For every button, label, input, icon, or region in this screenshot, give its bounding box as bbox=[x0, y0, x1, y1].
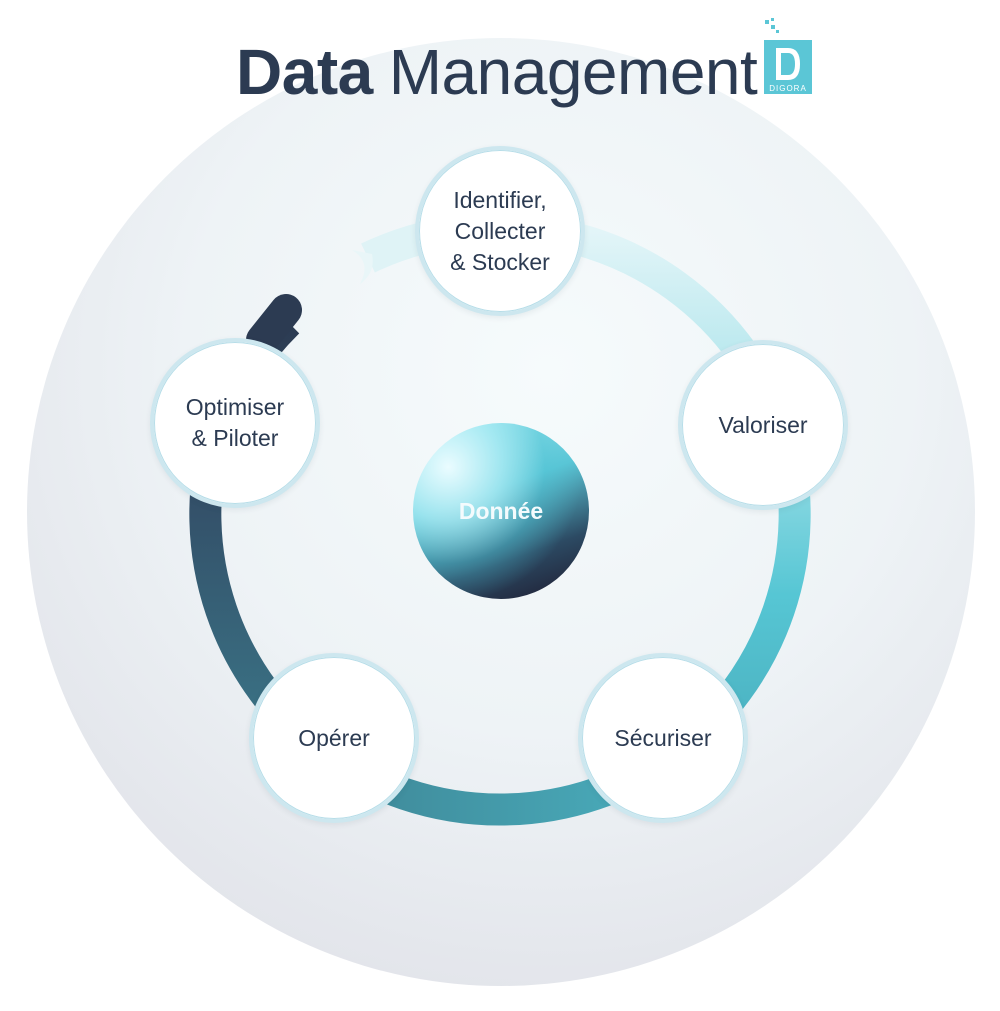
step-operer: Opérer bbox=[249, 653, 419, 823]
logo-text: DIGORA bbox=[769, 84, 807, 93]
title-light: Management bbox=[388, 36, 758, 108]
ring-curl bbox=[352, 250, 373, 284]
step-securiser: Sécuriser bbox=[578, 653, 748, 823]
step-optimiser-piloter: Optimiser & Piloter bbox=[150, 338, 320, 508]
step-label: Valoriser bbox=[718, 411, 808, 438]
page-title: Data Management bbox=[236, 32, 758, 112]
step-label: Opérer bbox=[298, 724, 370, 751]
step-label: Identifier, Collecter & Stocker bbox=[450, 186, 550, 275]
title-bold: Data bbox=[236, 36, 373, 108]
digora-logo: DIGORA bbox=[764, 18, 812, 94]
ring-end-cap bbox=[246, 294, 302, 356]
step-label: Sécuriser bbox=[614, 724, 712, 751]
center-donnee: Donnée bbox=[413, 423, 589, 599]
center-label: Donnée bbox=[458, 497, 544, 524]
step-valoriser: Valoriser bbox=[678, 340, 848, 510]
step-label: Optimiser & Piloter bbox=[185, 394, 285, 451]
step-identifier-collecter-stocker: Identifier, Collecter & Stocker bbox=[415, 146, 585, 316]
